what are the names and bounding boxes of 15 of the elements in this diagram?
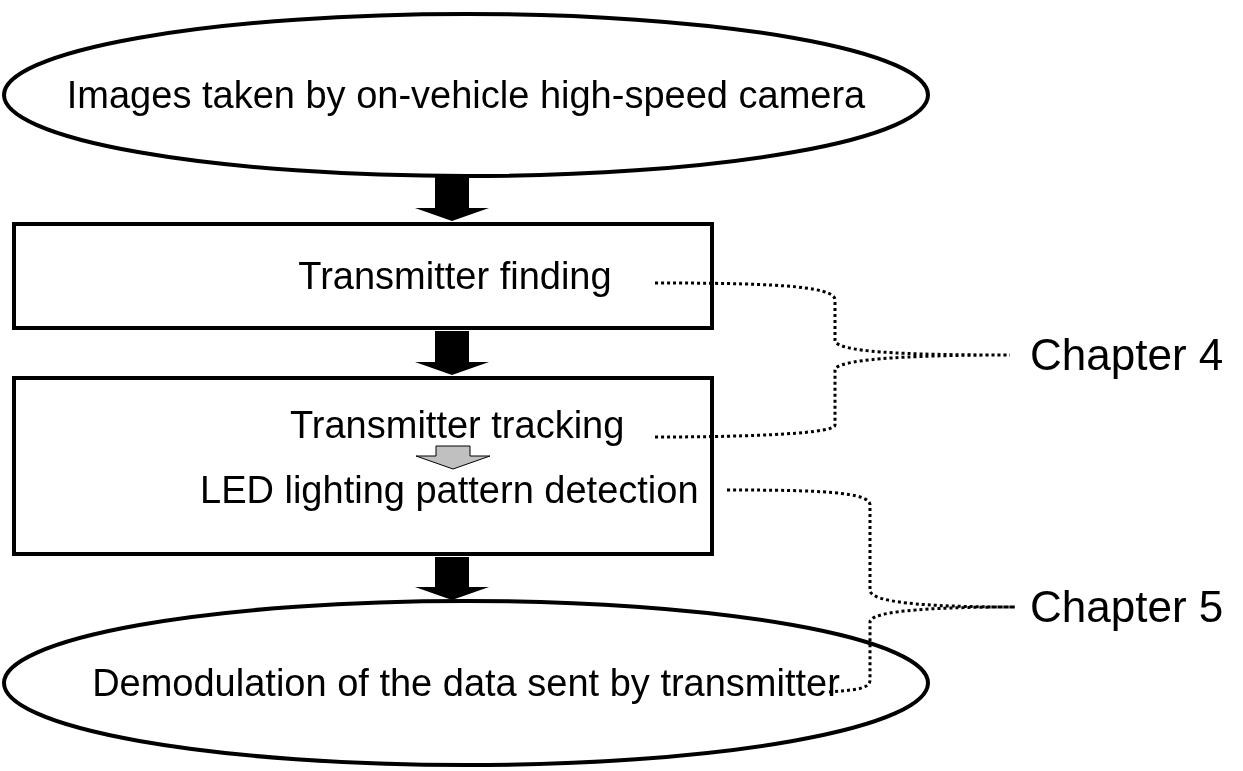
step-label: LED lighting pattern detection [200,470,699,510]
block-arrow [415,445,491,470]
node-label: Images taken by on-vehicle high-speed camera [66,75,866,115]
process-box [12,376,714,556]
chapter-label: Chapter 5 [1030,582,1224,632]
ellipse-node [2,12,930,178]
process-box [12,222,714,330]
ellipse-node [2,599,930,767]
block-arrow [415,331,489,375]
step-label: Transmitter tracking [290,405,625,445]
block-arrow [415,176,489,221]
block-arrow [415,557,489,601]
node-label: Demodulation of the data sent by transmitter [92,663,840,703]
node-label: Transmitter finding [298,256,612,296]
chapter-label: Chapter 4 [1030,330,1224,380]
